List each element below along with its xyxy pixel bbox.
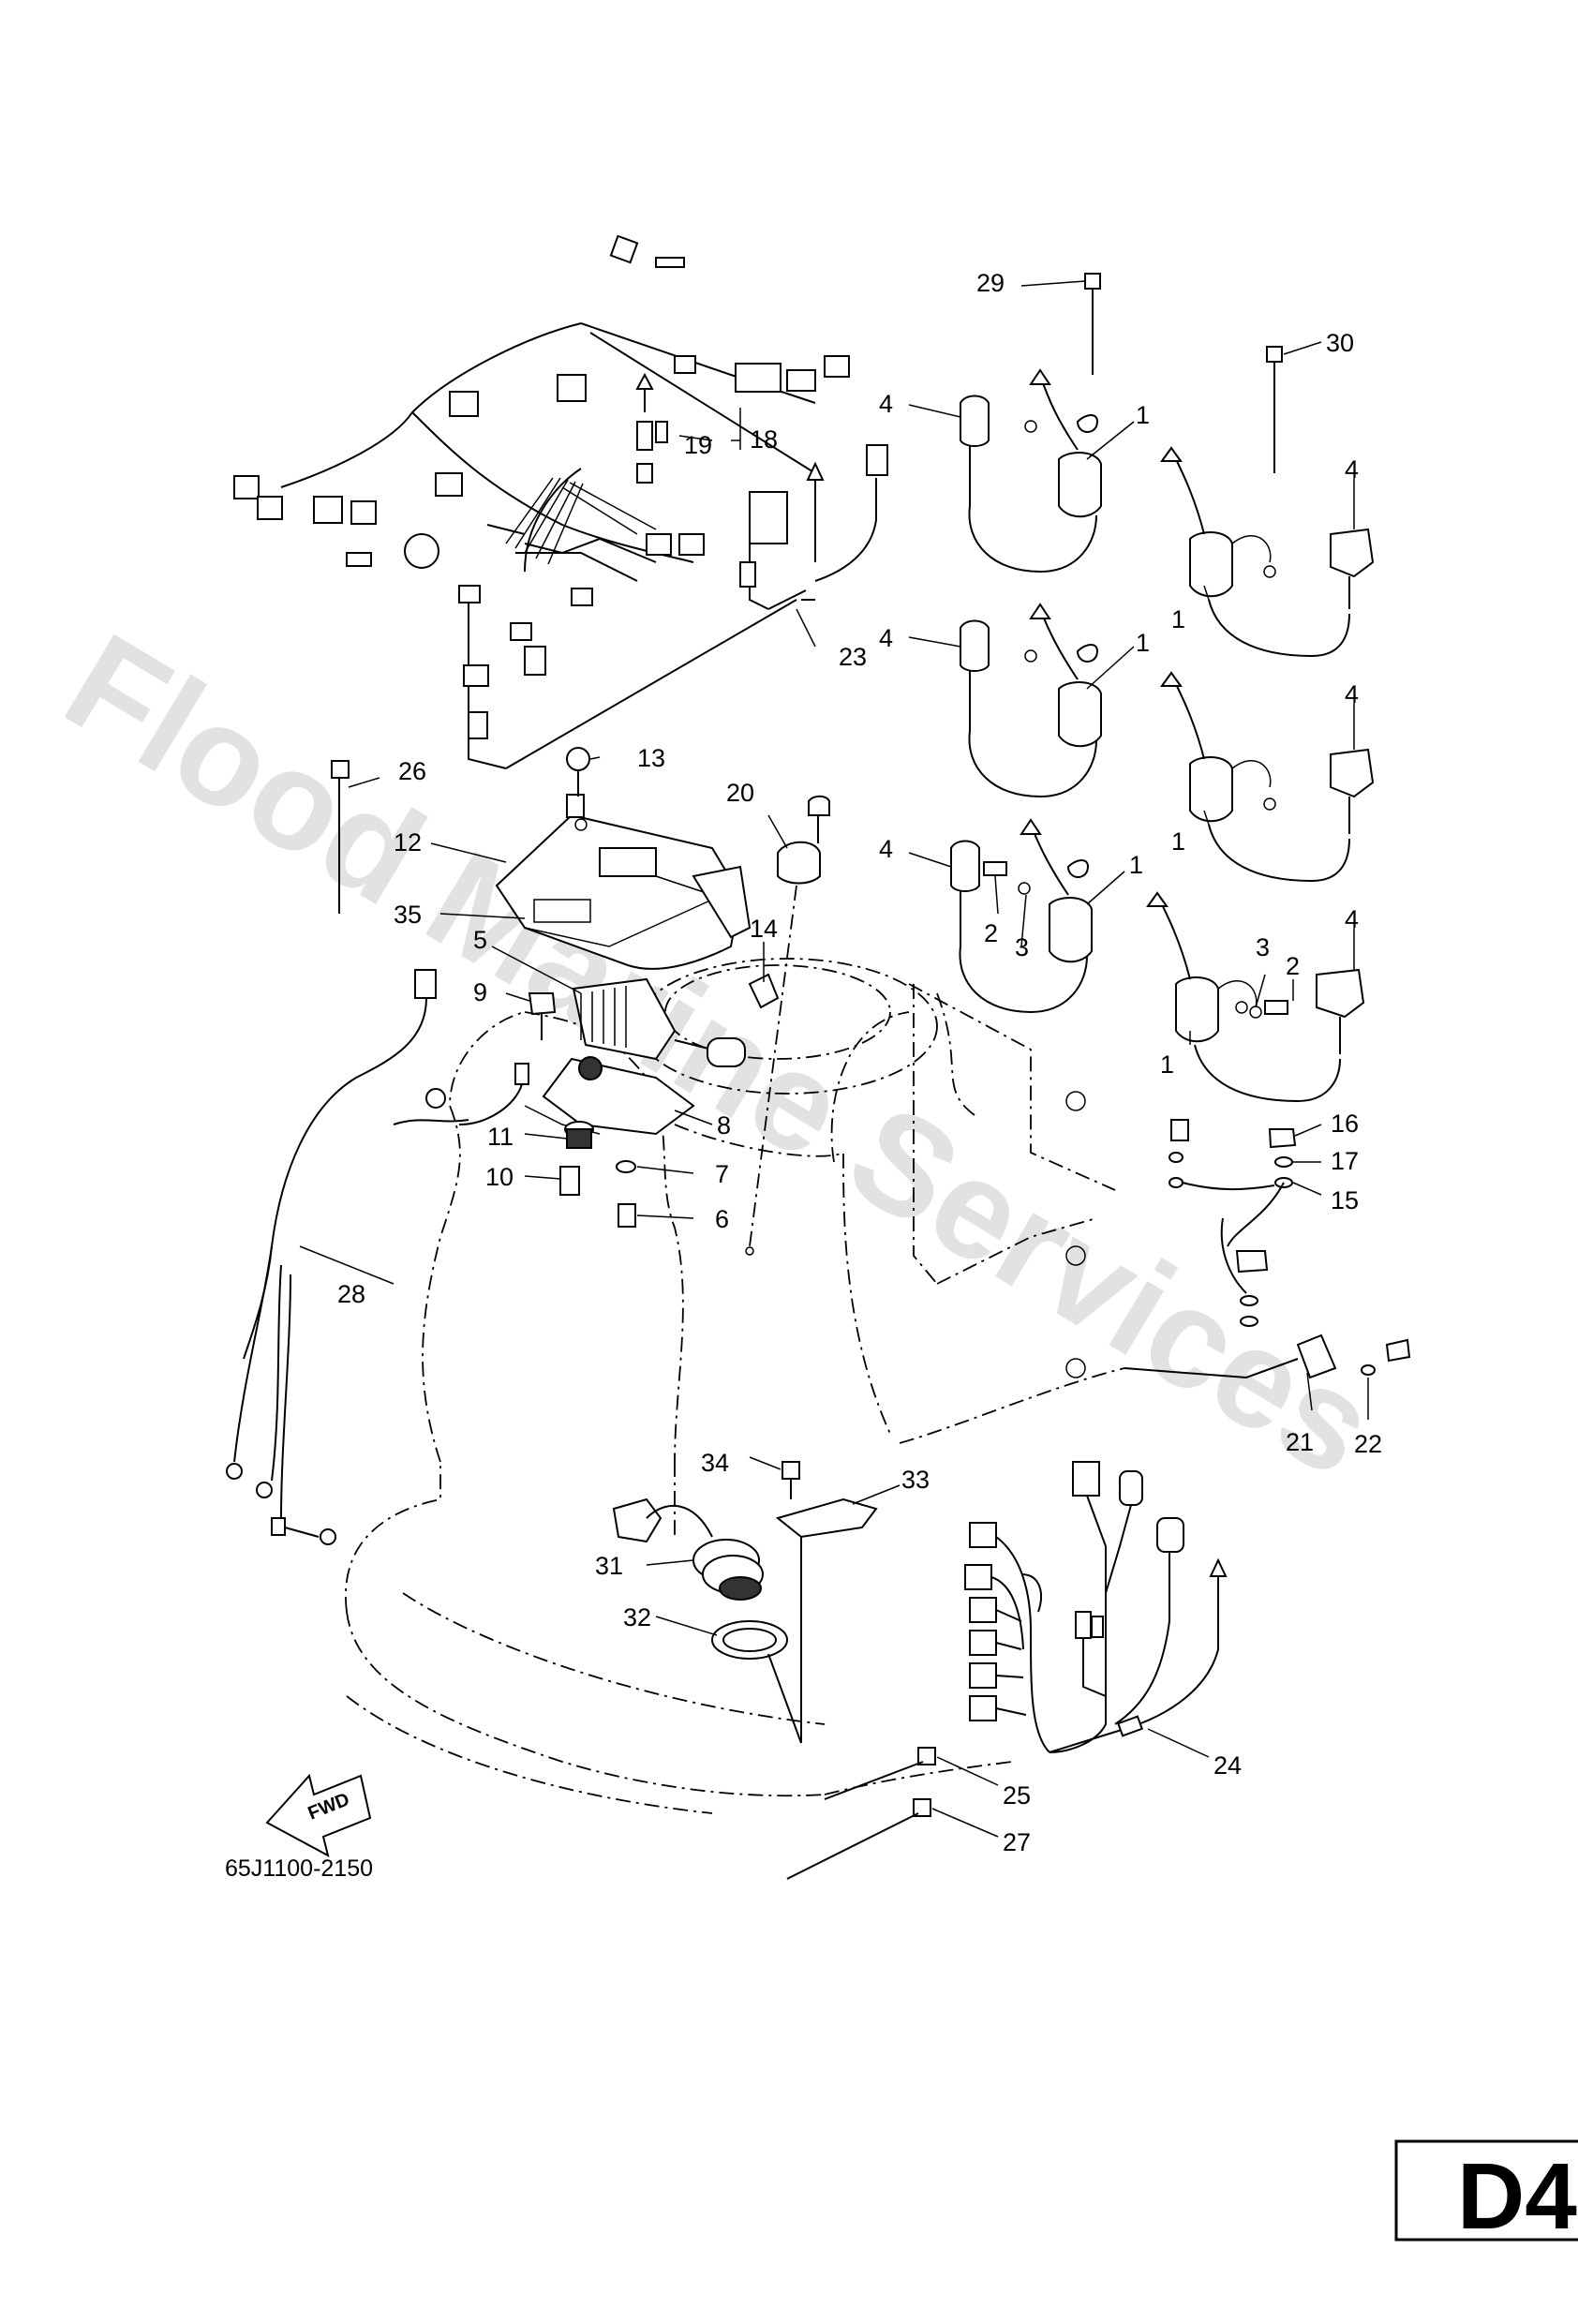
- wire-harness-24: [964, 1461, 1228, 1753]
- callout-21: 21: [1286, 1428, 1314, 1456]
- callout-1b: 1: [1171, 605, 1185, 633]
- cdi-unit-5: [572, 977, 746, 1067]
- callout-27: 27: [1003, 1828, 1031, 1856]
- callout-20: 20: [726, 779, 754, 807]
- callout-4d: 4: [1345, 680, 1359, 708]
- switch-assembly: [612, 1461, 878, 1744]
- battery-cable-28: [226, 969, 529, 1545]
- callout-10: 10: [485, 1163, 514, 1191]
- callout-22: 22: [1354, 1430, 1382, 1458]
- callout-5: 5: [473, 926, 487, 954]
- ignition-coil-row-3: [950, 818, 1365, 1103]
- callout-25: 25: [1003, 1781, 1031, 1810]
- cable-tie-29: [1084, 273, 1101, 375]
- callout-1e: 1: [1129, 851, 1143, 879]
- ignition-coil-row-1: [960, 368, 1375, 658]
- callout-2b: 2: [1286, 952, 1300, 980]
- callout-3a: 3: [1015, 933, 1029, 961]
- cable-tie-30: [1266, 346, 1283, 473]
- callout-24: 24: [1213, 1751, 1242, 1780]
- screw-13: [566, 747, 590, 797]
- callouts: 29 30 4 1 1 4 4 1 1 4 4 1 1 4 2 3 3 2 18…: [299, 269, 1382, 1856]
- callout-34: 34: [701, 1449, 729, 1477]
- callout-26: 26: [398, 757, 426, 785]
- callout-6: 6: [715, 1205, 729, 1233]
- callout-17: 17: [1331, 1147, 1359, 1175]
- callout-28: 28: [337, 1280, 365, 1308]
- callout-13: 13: [637, 744, 665, 772]
- callout-4c: 4: [879, 624, 893, 652]
- cable-tie-27: [786, 1798, 931, 1880]
- callout-4a: 4: [879, 390, 893, 418]
- bracket-8: [524, 1056, 695, 1136]
- callout-19: 19: [684, 431, 712, 459]
- callout-35: 35: [394, 901, 422, 929]
- ignition-coil-row-2: [960, 603, 1375, 883]
- callout-33: 33: [901, 1466, 930, 1494]
- callout-1c: 1: [1136, 629, 1150, 657]
- callout-15: 15: [1331, 1186, 1359, 1214]
- callout-9: 9: [473, 978, 487, 1006]
- clamp-14: [748, 973, 780, 1009]
- callout-4b: 4: [1345, 455, 1359, 484]
- wire-harness-23: [739, 444, 888, 610]
- grommet-11: [564, 1121, 594, 1149]
- callout-4f: 4: [1345, 905, 1359, 933]
- callout-16: 16: [1331, 1110, 1359, 1138]
- callout-18: 18: [750, 425, 778, 454]
- callout-29: 29: [976, 269, 1005, 297]
- callout-1d: 1: [1171, 827, 1185, 856]
- callout-12: 12: [394, 828, 422, 857]
- callout-30: 30: [1326, 329, 1354, 357]
- bolt-6: [618, 1203, 636, 1228]
- callout-3b: 3: [1256, 933, 1270, 961]
- washer-7: [616, 1160, 636, 1173]
- callout-7: 7: [715, 1160, 729, 1188]
- callout-11: 11: [487, 1123, 514, 1151]
- bolt-9: [528, 992, 557, 1040]
- callout-8: 8: [717, 1111, 731, 1140]
- clip-20: [749, 795, 830, 1247]
- callout-1f: 1: [1160, 1050, 1174, 1079]
- wire-harness-main: [233, 234, 850, 769]
- engine-outline: [345, 958, 1125, 1814]
- callout-2a: 2: [984, 919, 998, 947]
- cable-tie-26: [331, 760, 350, 914]
- callout-32: 32: [623, 1603, 651, 1631]
- callout-1a: 1: [1136, 401, 1150, 429]
- cable-tie-25: [824, 1747, 936, 1800]
- page-label-box: D4: [1394, 2139, 1578, 2249]
- ground-parts: [1124, 1119, 1411, 1379]
- drawing-code: 65J1100-2150: [225, 1855, 373, 1882]
- fwd-arrow-icon: FWD: [265, 1773, 372, 1857]
- callout-31: 31: [595, 1552, 623, 1580]
- cover-bracket-12: [495, 794, 752, 970]
- collar-10: [559, 1166, 580, 1196]
- callout-14: 14: [750, 915, 778, 943]
- page-label: D4: [1457, 2144, 1577, 2249]
- callout-4e: 4: [879, 835, 893, 863]
- callout-23: 23: [839, 643, 867, 671]
